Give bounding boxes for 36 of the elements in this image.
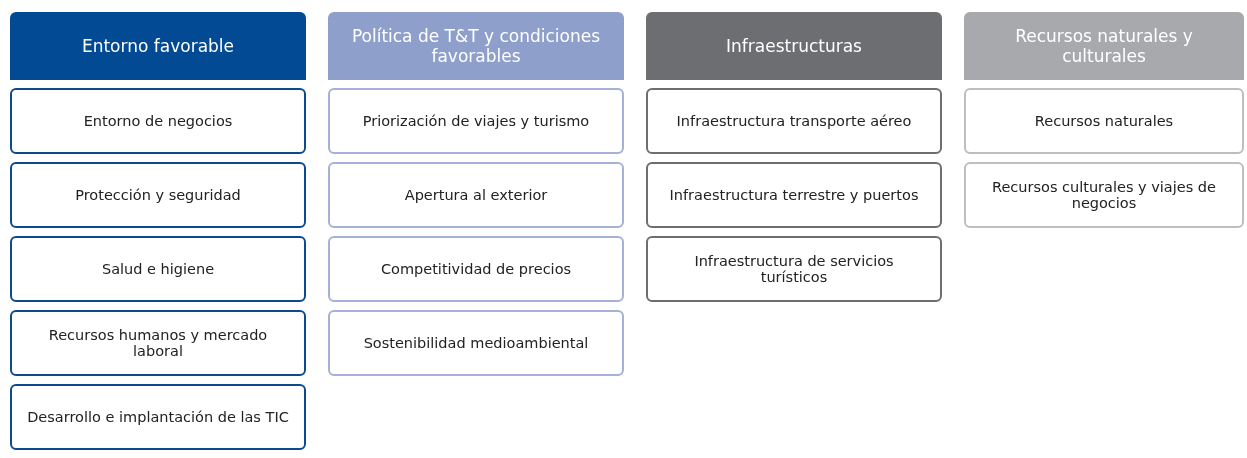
box-text: Entorno de negocios [83,113,233,129]
column-header [328,12,624,80]
column-header [646,12,942,80]
box-text: Entorno favorable [81,36,235,56]
box-text: Recursos naturales [1034,113,1174,129]
box-text: Competitividad de precios [380,261,572,277]
column-header [10,12,306,80]
pillar-box [10,162,306,228]
box-text: Infraestructura transporte aéreo [676,113,912,129]
box-text: Infraestructura de servicios turísticos [693,253,895,285]
box-text: Recursos culturales y viajes de negocios [991,179,1217,211]
pillar-box [10,88,306,154]
box-text: Recursos naturales y culturales [1014,26,1194,66]
box-text: Infraestructura terrestre y puertos [669,187,919,203]
pillar-box [10,310,306,376]
pillar-box [646,88,942,154]
pillar-box [328,162,624,228]
pillar-box [646,162,942,228]
box-text: Salud e higiene [101,261,215,277]
box-text: Desarrollo e implantación de las TIC [27,409,289,425]
pillar-box [964,162,1244,228]
box-text: Política de T&T y condiciones favorables [350,26,602,66]
pillar-box [10,236,306,302]
pillar-box [646,236,942,302]
pillar-box [328,236,624,302]
pillar-box [964,88,1244,154]
box-text: Protección y seguridad [75,187,241,203]
box-text: Recursos humanos y mercado laboral [47,327,269,359]
box-text: Sostenibilidad medioambiental [363,335,589,351]
pillar-box [10,384,306,450]
box-text: Infraestructuras [726,36,862,56]
pillar-box [328,88,624,154]
column-header [964,12,1244,80]
pillar-box [328,310,624,376]
box-text: Priorización de viajes y turismo [362,113,590,129]
box-text: Apertura al exterior [404,187,548,203]
